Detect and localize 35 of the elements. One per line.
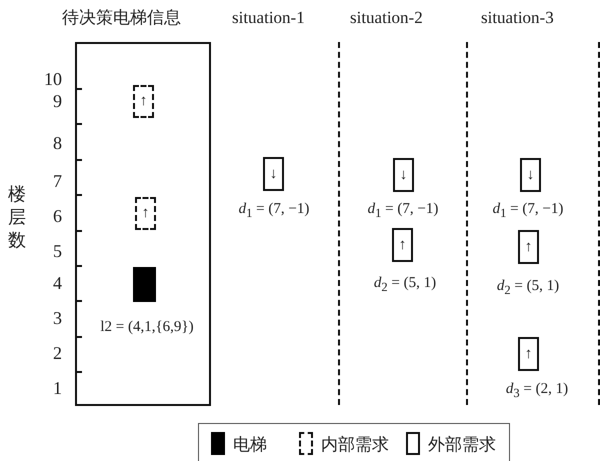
floor-number: 6	[53, 206, 62, 226]
request-label: d$_{1}$ = (7, −1)	[368, 200, 438, 222]
column-header: situation-2	[350, 8, 423, 28]
floor-number: 4	[53, 273, 62, 293]
axis-title: 楼层数	[8, 183, 27, 252]
request-label: d$_{1}$ = (7, −1)	[238, 200, 310, 222]
elevator-panel	[75, 42, 211, 406]
floor-number: 2	[53, 343, 62, 363]
request-label: d$_{3}$ = (2, 1)	[506, 380, 568, 402]
floor-number: 9	[53, 91, 62, 111]
floor-number: 7	[53, 171, 62, 191]
legend-label: 电梯	[233, 434, 267, 456]
floor-number: 1	[53, 378, 62, 398]
legend-label: 内部需求	[321, 434, 389, 456]
external-request-box: ↑	[518, 230, 539, 264]
external-request-box: ↓	[263, 157, 284, 191]
external-request-box: ↑	[518, 337, 539, 371]
request-label: d$_{2}$ = (5, 1)	[496, 277, 560, 299]
floor-number: 5	[53, 241, 62, 261]
column-header: 待决策电梯信息	[62, 8, 181, 28]
internal-request-box: ↑	[135, 197, 156, 230]
column-header: situation-1	[232, 8, 305, 28]
legend-label: 外部需求	[428, 434, 496, 456]
internal-request-box: ↑	[133, 85, 154, 118]
column-header: situation-3	[481, 8, 554, 28]
external-request-box: ↓	[520, 158, 541, 192]
floor-number: 3	[53, 308, 62, 328]
request-label: d$_{2}$ = (5, 1)	[374, 274, 436, 296]
request-label: d$_{1}$ = (7, −1)	[492, 200, 564, 222]
external-request-box: ↓	[393, 158, 414, 192]
elevator-block	[133, 267, 156, 302]
floor-number: 8	[53, 133, 62, 153]
floor-number: 10	[44, 69, 62, 89]
request-label: l2 = (4,1,{6,9})	[100, 318, 194, 336]
external-request-box: ↑	[392, 228, 413, 262]
